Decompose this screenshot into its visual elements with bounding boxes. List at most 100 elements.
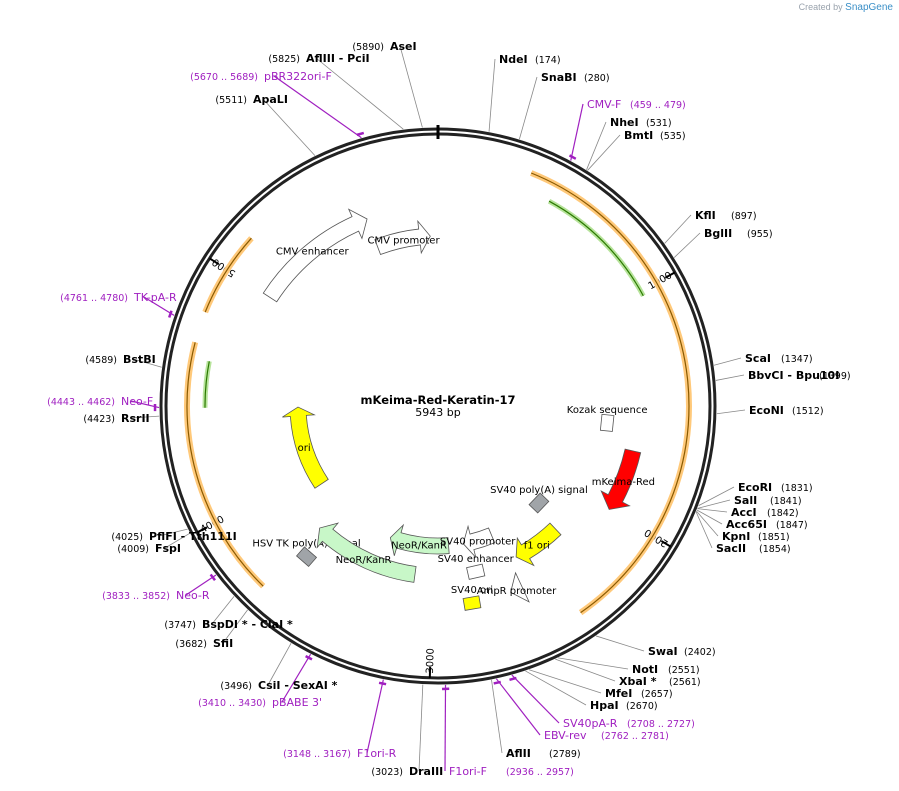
leader-line: [488, 58, 496, 132]
site-name: TK-pA-R: [133, 291, 177, 304]
site-name: CMV-F: [587, 98, 621, 111]
feature-ori[interactable]: [282, 406, 329, 489]
site-tk-pa-r[interactable]: (4761 .. 4780)TK-pA-R: [60, 291, 177, 304]
feature-neor-kanr[interactable]: [316, 522, 417, 583]
feature-kozak-sequence[interactable]: [599, 413, 615, 432]
site-mfei[interactable]: (2657) MfeI: [605, 687, 673, 700]
leader-line: [528, 669, 602, 694]
site-name: MfeI: [605, 687, 632, 700]
feature-sv40-enhancer[interactable]: [466, 563, 486, 580]
feature-label: f1 ori: [524, 540, 550, 551]
primer-mark: [568, 154, 577, 160]
feature-mkeima-red[interactable]: [600, 448, 642, 510]
site-kfli[interactable]: (897)KflI: [695, 209, 757, 222]
leader-line: [267, 642, 292, 686]
site-fspi[interactable]: (4009)FspI: [117, 542, 181, 555]
feature-neor-kanr[interactable]: [389, 523, 450, 556]
site-position: (3747): [164, 620, 196, 631]
site-cmv-f[interactable]: (459 .. 479)CMV-F: [587, 98, 686, 111]
leader-line: [696, 510, 719, 537]
tick-mark: [209, 257, 220, 266]
site-neo-f[interactable]: (4443 .. 4462)Neo-F: [47, 395, 153, 408]
site-position: (2402): [684, 647, 716, 658]
site-ebv-rev[interactable]: (2762 .. 2781)EBV-rev: [544, 729, 669, 742]
site-pbr322ori-f[interactable]: (5670 .. 5689)pBR322ori-F: [190, 70, 332, 83]
site-position: (4589): [85, 355, 117, 366]
site-bbvci-bpu10i[interactable]: (1399)BbvCI - Bpu10I: [748, 369, 851, 382]
site-aflii[interactable]: (2789)AflII: [506, 747, 581, 760]
site-noti[interactable]: (2551)NotI: [632, 663, 700, 676]
site-afliii-pcii[interactable]: (5825)AflIII - PciI: [268, 52, 369, 65]
site-position: (2561): [669, 677, 701, 688]
leader-line: [664, 214, 692, 244]
site-nhei[interactable]: (531)NheI: [610, 116, 672, 129]
site-position: (1347): [781, 354, 813, 365]
leader-line: [315, 57, 404, 130]
site-ndei[interactable]: (174)NdeI: [499, 53, 561, 66]
site-draiii[interactable]: (3023)DraIII: [371, 765, 443, 778]
site-f1ori-f[interactable]: (2936 .. 2957)F1ori-F: [449, 765, 574, 778]
leader-line: [715, 374, 745, 381]
site-sfii[interactable]: (3682)SfiI: [175, 637, 233, 650]
site-bglii[interactable]: (955)BglII: [704, 227, 773, 240]
site-bstbi[interactable]: (4589)BstBI: [85, 353, 155, 366]
site-sali[interactable]: (1841)SalI: [734, 494, 802, 507]
leader-line: [696, 509, 723, 525]
feature-cmv-promoter[interactable]: [374, 219, 431, 256]
site-f1ori-r[interactable]: (3148 .. 3167)F1ori-R: [283, 747, 396, 760]
feature-sv40-poly-a-signal[interactable]: [528, 492, 550, 514]
site-asei[interactable]: (5890)AseI: [352, 40, 416, 53]
site-position: (2762 .. 2781): [601, 731, 669, 742]
site-position: (535): [660, 131, 686, 142]
site-pflfi-tth111i[interactable]: (4025)PflFI - Tth111I: [111, 530, 236, 543]
site-csii-sexai-[interactable]: (3496)CsiI - SexAI *: [220, 679, 337, 692]
site-swai[interactable]: (2402)SwaI: [648, 645, 716, 658]
site-sv40pa-r[interactable]: (2708 .. 2727)SV40pA-R: [563, 717, 695, 730]
site-snabi[interactable]: (280)SnaBI: [541, 71, 610, 84]
outer-bands: [183, 170, 692, 616]
feature-f1-ori[interactable]: [515, 522, 562, 567]
leader-line: [444, 684, 447, 772]
site-name: NheI: [610, 116, 639, 129]
site-acc65i[interactable]: (1847)Acc65I: [726, 518, 808, 531]
site-ecori[interactable]: (1831)EcoRI: [738, 481, 813, 494]
feature-hsv-tk-poly-a-signal[interactable]: [295, 546, 318, 568]
site-labels: (5890)AseI(5825)AflIII - PciI (5670 .. 56…: [47, 40, 850, 778]
leader-line: [164, 532, 190, 549]
site-position: (2789): [549, 749, 581, 760]
leader-line: [185, 574, 217, 596]
site-neo-r[interactable]: (3833 .. 3852)Neo-R: [102, 589, 210, 602]
leader-line: [697, 508, 728, 513]
leader-line: [273, 75, 362, 139]
site-name: BglII: [704, 227, 732, 240]
site-apali[interactable]: (5511)ApaLI: [215, 93, 288, 106]
site-name: pBR322ori-F: [264, 70, 332, 83]
site-xbai-[interactable]: (2561)XbaI *: [619, 675, 701, 688]
leader-line: [143, 296, 175, 316]
site-position: (897): [731, 211, 757, 222]
site-position: (1512): [792, 406, 824, 417]
site-hpai[interactable]: (2670)HpaI: [590, 699, 658, 712]
feature-ampr-promoter[interactable]: [510, 571, 530, 603]
feature-cmv-enhancer[interactable]: [262, 208, 368, 303]
site-kpni[interactable]: (1851)KpnI: [722, 530, 790, 543]
site-acci[interactable]: (1842)AccI: [731, 506, 799, 519]
site-name: ScaI: [745, 352, 771, 365]
site-econi[interactable]: (1512)EcoNI: [749, 404, 824, 417]
site-name: SalI: [734, 494, 757, 507]
site-scai[interactable]: (1347) ScaI: [745, 352, 813, 365]
site-name: Neo-R: [176, 589, 210, 602]
site-bmti[interactable]: (535)BmtI: [624, 129, 686, 142]
site-sacii[interactable]: (1854)SacII: [716, 542, 791, 555]
feature-sv40-promoter[interactable]: [462, 524, 496, 558]
site-name: F1ori-R: [357, 747, 397, 760]
feature-sv40-ori[interactable]: [462, 595, 482, 611]
site-pbabe-3-[interactable]: (3410 .. 3430)pBABE 3': [198, 696, 322, 709]
site-name: AseI: [390, 40, 417, 53]
site-position: (2657): [641, 689, 673, 700]
site-name: SV40pA-R: [563, 717, 618, 730]
site-rsrii[interactable]: (4423)RsrII: [83, 412, 149, 425]
site-bspdi-clai-[interactable]: (3747)BspDI * - ClaI *: [164, 618, 293, 631]
